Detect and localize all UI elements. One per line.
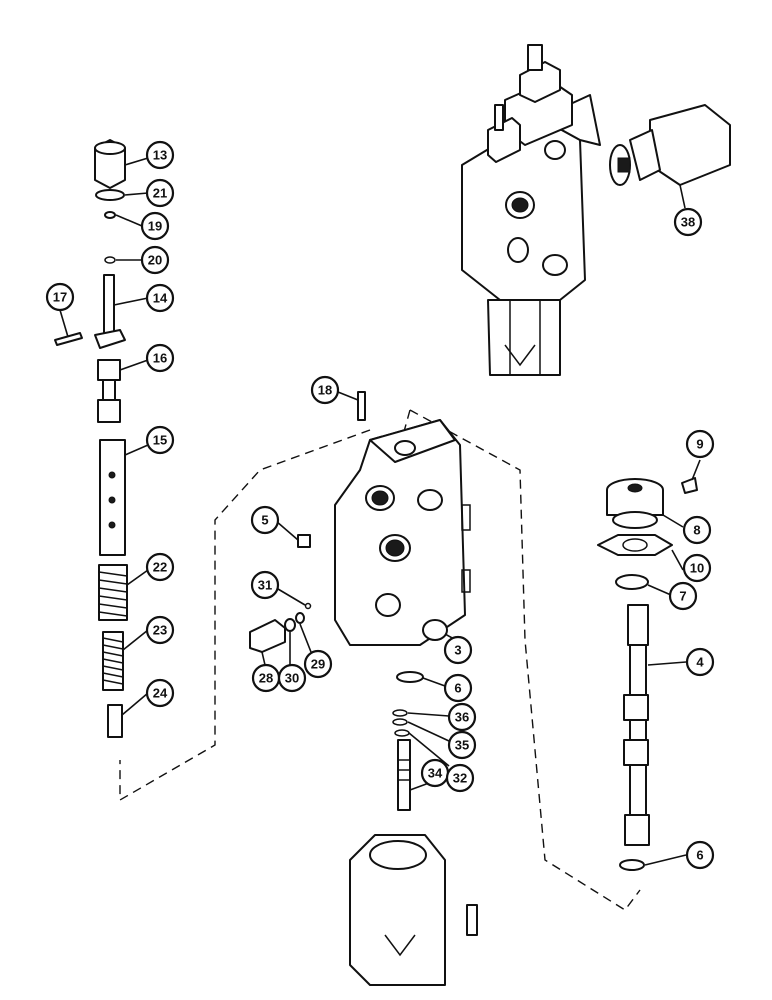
svg-text:10: 10	[690, 561, 704, 576]
svg-text:34: 34	[428, 766, 443, 781]
spring-22	[98, 564, 128, 621]
callout-5: 5	[250, 505, 280, 535]
svg-text:32: 32	[453, 771, 467, 786]
callout-35: 35	[447, 730, 477, 760]
end-cap	[349, 834, 446, 986]
svg-text:5: 5	[261, 513, 268, 528]
svg-text:6: 6	[454, 681, 461, 696]
callout-6-lower: 6	[685, 840, 715, 870]
callout-36: 36	[447, 702, 477, 732]
svg-text:19: 19	[148, 219, 162, 234]
callout-16: 16	[145, 343, 175, 373]
callout-21: 21	[145, 178, 175, 208]
valve-body-3	[334, 419, 471, 646]
callout-18: 18	[310, 375, 340, 405]
callout-14: 14	[145, 283, 175, 313]
callout-23: 23	[145, 615, 175, 645]
callout-28: 28	[251, 663, 281, 693]
callout-8: 8	[682, 515, 712, 545]
svg-text:30: 30	[285, 671, 299, 686]
svg-text:21: 21	[153, 186, 167, 201]
callouts: 13 21 19 20 17 14 16 15 22 23 24 18 5 31…	[45, 140, 715, 870]
svg-text:22: 22	[153, 560, 167, 575]
assembled-valve	[461, 44, 601, 376]
svg-text:24: 24	[153, 686, 168, 701]
svg-text:35: 35	[455, 738, 469, 753]
bolt	[466, 904, 478, 936]
pin-18	[357, 391, 366, 421]
svg-text:13: 13	[153, 148, 167, 163]
callout-24: 24	[145, 678, 175, 708]
screw-5	[297, 534, 311, 548]
callout-10: 10	[682, 553, 712, 583]
relief-valve-38	[609, 104, 731, 186]
svg-text:9: 9	[696, 437, 703, 452]
svg-text:17: 17	[53, 290, 67, 305]
callout-6-upper: 6	[443, 673, 473, 703]
svg-text:14: 14	[153, 291, 168, 306]
right-parts-stack	[597, 477, 698, 871]
svg-text:15: 15	[153, 433, 167, 448]
callout-15: 15	[145, 425, 175, 455]
svg-text:31: 31	[258, 578, 272, 593]
svg-text:8: 8	[693, 523, 700, 538]
svg-text:3: 3	[454, 643, 461, 658]
svg-text:28: 28	[259, 671, 273, 686]
spring-23	[102, 631, 124, 691]
callout-13: 13	[145, 140, 175, 170]
callout-19: 19	[140, 211, 170, 241]
callout-22: 22	[145, 552, 175, 582]
callout-9: 9	[685, 429, 715, 459]
callout-3: 3	[443, 635, 473, 665]
callout-7: 7	[668, 581, 698, 611]
callout-30: 30	[277, 663, 307, 693]
svg-text:38: 38	[681, 215, 695, 230]
plug-28-set	[249, 602, 312, 653]
svg-text:16: 16	[153, 351, 167, 366]
screw-32	[397, 739, 411, 811]
svg-text:23: 23	[153, 623, 167, 638]
svg-text:4: 4	[696, 655, 704, 670]
callout-38: 38	[673, 207, 703, 237]
ring-6-upper	[396, 671, 424, 683]
svg-text:29: 29	[311, 657, 325, 672]
svg-text:20: 20	[148, 253, 162, 268]
svg-text:6: 6	[696, 848, 703, 863]
callout-20: 20	[140, 245, 170, 275]
svg-text:18: 18	[318, 383, 332, 398]
svg-text:36: 36	[455, 710, 469, 725]
callout-31: 31	[250, 570, 280, 600]
callout-4: 4	[685, 647, 715, 677]
svg-text:7: 7	[679, 589, 686, 604]
callout-17: 17	[45, 282, 75, 312]
callout-34: 34	[420, 758, 450, 788]
callout-32: 32	[445, 763, 475, 793]
left-parts-stack	[54, 139, 128, 738]
callout-29: 29	[303, 649, 333, 679]
